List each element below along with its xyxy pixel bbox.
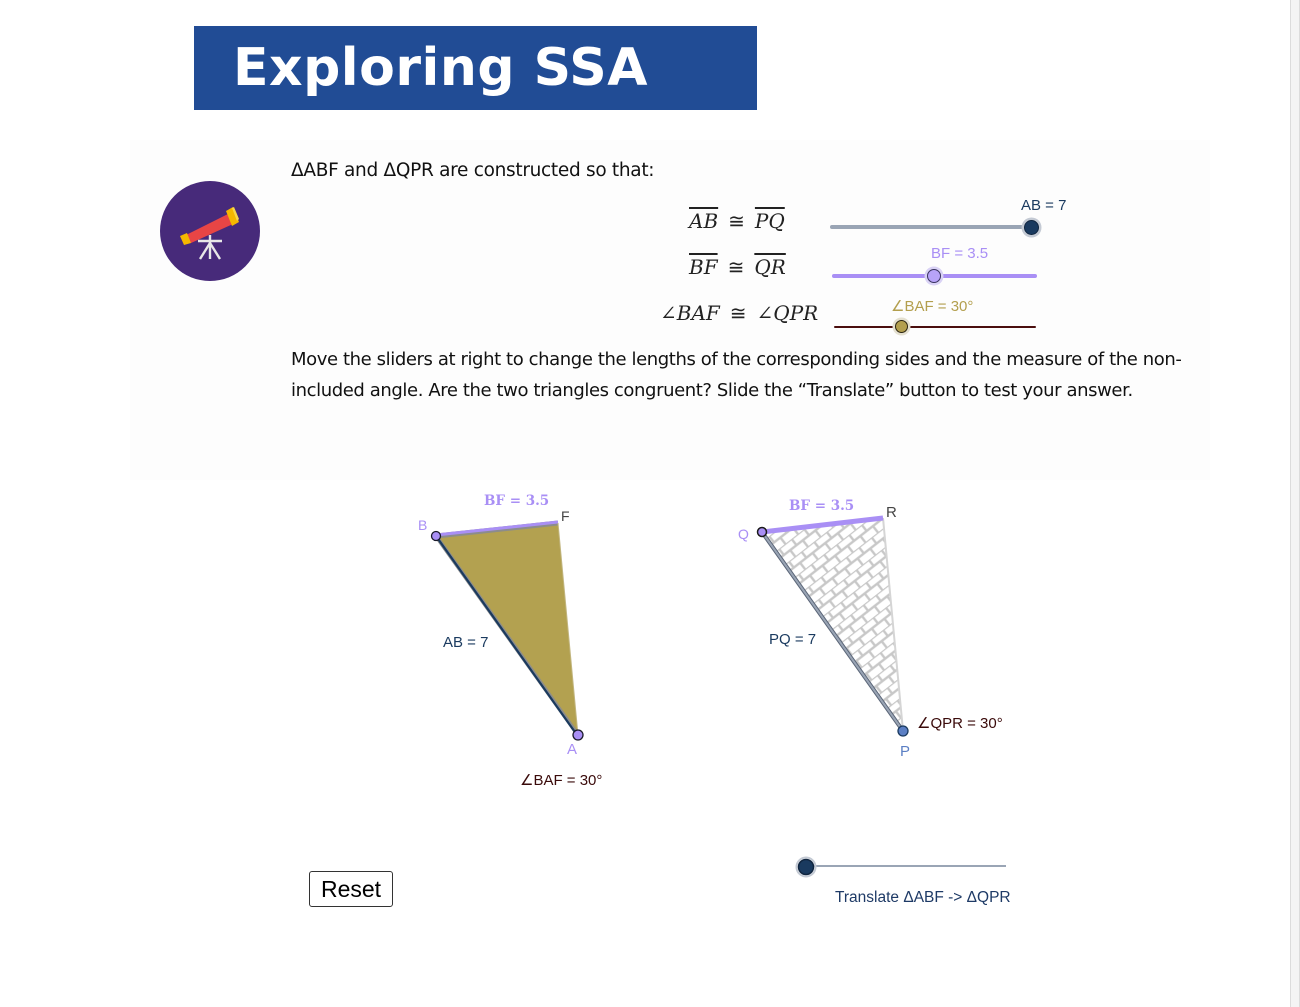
angle-baf: ∠BAF <box>660 301 720 325</box>
telescope-badge <box>160 181 260 281</box>
label-pq-length: PQ = 7 <box>769 631 817 648</box>
label-bf-length: BF = 3.5 <box>484 493 550 509</box>
ab-slider[interactable] <box>830 220 1039 235</box>
bf-slider-knob[interactable] <box>927 269 941 283</box>
reset-button[interactable]: Reset <box>309 871 393 907</box>
point-q[interactable] <box>756 526 768 538</box>
congruence-bf-qr: BF ≅ QR <box>689 255 786 279</box>
segment-pq[interactable] <box>761 531 904 732</box>
telescope-icon <box>180 207 239 260</box>
page-title: Exploring SSA <box>233 38 648 98</box>
instructions-text: Move the sliders at right to change the … <box>291 349 1182 401</box>
ab-slider-label: AB = 7 <box>1021 197 1067 214</box>
segment-qr[interactable] <box>761 515 884 535</box>
segment-qr: QR <box>754 255 786 279</box>
segment-pr <box>882 517 904 732</box>
segment-bf[interactable] <box>435 520 559 537</box>
congruent-symbol: ≅ <box>728 209 745 233</box>
segment-bf: BF <box>689 255 718 279</box>
intro-text: ΔABF and ΔQPR are constructed so that: <box>291 160 655 181</box>
content-panel <box>130 140 1210 480</box>
angle-slider-knob[interactable] <box>895 320 908 333</box>
label-qr-length: BF = 3.5 <box>789 498 855 514</box>
angle-slider-label: ∠BAF = 30° <box>891 298 974 315</box>
label-angle-qpr: ∠QPR = 30° <box>917 715 1003 732</box>
title-banner: Exploring SSA <box>194 26 757 110</box>
congruent-symbol: ≅ <box>727 255 745 279</box>
angle-slider-track[interactable] <box>834 326 1036 328</box>
segment-af <box>557 522 579 736</box>
segment-ab[interactable] <box>435 535 578 736</box>
translate-slider-label: Translate ΔABF -> ΔQPR <box>835 889 1011 906</box>
label-angle-baf: ∠BAF = 30° <box>520 772 603 789</box>
bf-slider[interactable] <box>832 269 1037 283</box>
point-a[interactable] <box>572 729 584 741</box>
point-b[interactable] <box>430 530 442 542</box>
congruence-ab-pq: AB ≅ PQ <box>689 209 785 233</box>
triangle-qpr-fill <box>762 518 903 731</box>
label-vertex-b: B <box>418 517 428 533</box>
angle-qpr: ∠QPR <box>756 301 819 325</box>
triangle-abf <box>430 520 584 741</box>
angle-slider[interactable] <box>834 320 1036 334</box>
triangle-qpr <box>756 515 909 737</box>
translate-slider-knob[interactable] <box>797 858 815 876</box>
translate-slider-knob-halo <box>795 856 817 878</box>
segment-pq: PQ <box>754 209 785 233</box>
label-vertex-f: F <box>561 508 570 524</box>
segment-ab: AB <box>689 209 719 233</box>
ab-slider-knob[interactable] <box>1024 220 1039 235</box>
point-p[interactable] <box>897 725 909 737</box>
label-ab-length: AB = 7 <box>443 634 489 651</box>
label-vertex-r: R <box>886 504 897 521</box>
bf-slider-label: BF = 3.5 <box>931 245 989 262</box>
label-vertex-q: Q <box>738 526 749 542</box>
ab-slider-track[interactable] <box>830 225 1035 229</box>
congruence-angles: ∠BAF ≅ ∠QPR <box>660 301 818 325</box>
congruent-symbol: ≅ <box>729 301 747 325</box>
translate-slider[interactable] <box>795 856 1007 878</box>
label-vertex-a: A <box>567 741 578 758</box>
label-vertex-p: P <box>900 743 911 760</box>
vertical-scrollbar[interactable] <box>1290 0 1300 1007</box>
